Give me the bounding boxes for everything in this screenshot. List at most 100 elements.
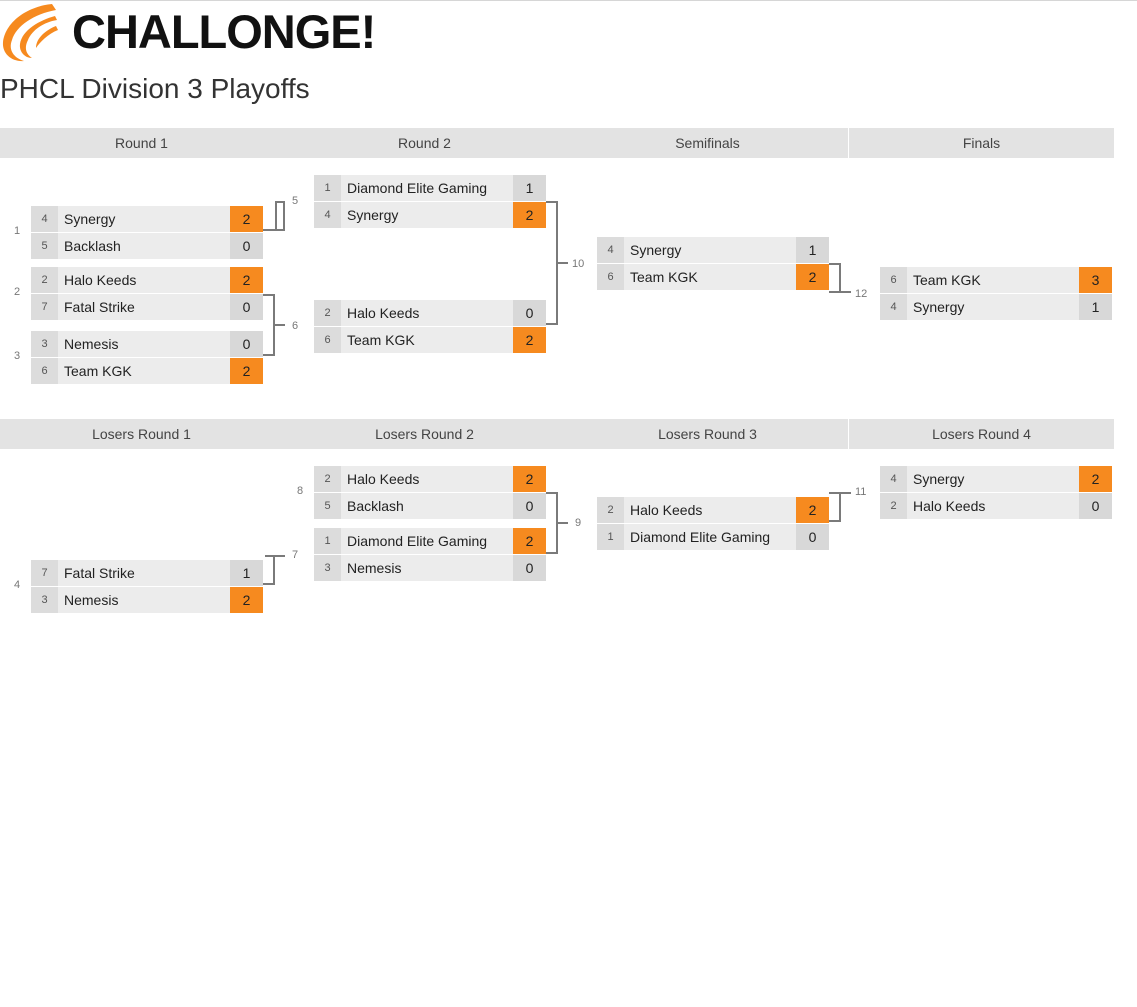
losers-round-header-bar: Losers Round 1 Losers Round 2 Losers Rou…: [0, 419, 1114, 449]
connector-label: 5: [292, 195, 299, 207]
losers-round-header-2: Losers Round 2: [375, 426, 474, 442]
participant-name: Diamond Elite Gaming: [630, 529, 771, 545]
participant-seed: 4: [597, 237, 624, 263]
participant-name: Team KGK: [630, 269, 698, 285]
participant-score: 1: [1079, 294, 1112, 320]
participant-score: 2: [1079, 466, 1112, 492]
connector-line: [265, 229, 275, 231]
connector-bracket: [829, 263, 841, 293]
participant-name: Synergy: [913, 471, 965, 487]
match-participant[interactable]: 1 Diamond Elite Gaming 0: [597, 524, 829, 550]
participant-seed: 1: [314, 528, 341, 554]
connector-line: [829, 492, 841, 522]
participant-score: 2: [796, 264, 829, 290]
round-header-finals: Finals: [962, 135, 1001, 151]
connector-line: [273, 555, 275, 585]
round-header-divider: [848, 128, 849, 158]
connector-bracket: [546, 492, 558, 554]
participant-seed: 6: [880, 267, 907, 293]
match-number: 2: [13, 286, 21, 298]
participant-score: 0: [230, 331, 263, 357]
participant-score: 2: [230, 267, 263, 293]
participant-name: Fatal Strike: [64, 299, 135, 315]
participant-seed: 5: [31, 233, 58, 259]
connector-label: 6: [292, 320, 299, 332]
participant-name: Team KGK: [64, 363, 132, 379]
participant-name: Backlash: [347, 498, 404, 514]
connector-line: [265, 555, 285, 557]
participant-name: Nemesis: [347, 560, 402, 576]
participant-name: Team KGK: [913, 272, 981, 288]
participant-name: Synergy: [913, 299, 965, 315]
match-participant[interactable]: 5 Backlash 0: [314, 493, 546, 519]
participant-seed: 3: [31, 587, 58, 613]
losers-round-header-3: Losers Round 3: [658, 426, 757, 442]
participant-seed: 6: [314, 327, 341, 353]
participant-score: 0: [513, 555, 546, 581]
connector-line: [839, 492, 851, 494]
participant-seed: 1: [314, 175, 341, 201]
round-header-semifinals: Semifinals: [675, 135, 740, 151]
losers-round-header-4: Losers Round 4: [932, 426, 1031, 442]
connector-line: [275, 201, 285, 231]
page-title: PHCL Division 3 Playoffs: [0, 73, 310, 104]
connector-line: [558, 262, 568, 264]
losers-round-header-1: Losers Round 1: [92, 426, 191, 442]
participant-score: 2: [513, 202, 546, 228]
participant-seed: 1: [597, 524, 624, 550]
participant-score: 0: [796, 524, 829, 550]
participant-seed: 2: [31, 267, 58, 293]
participant-score: 1: [230, 560, 263, 586]
participant-seed: 2: [314, 466, 341, 492]
match-number: 4: [13, 579, 21, 591]
challonge-logo[interactable]: CHALLONGE!: [0, 0, 376, 62]
participant-name: Nemesis: [64, 592, 119, 608]
connector-label: 10: [572, 258, 585, 270]
participant-score: 0: [513, 493, 546, 519]
match-participant[interactable]: 2 Halo Keeds 2: [31, 267, 263, 293]
participant-name: Halo Keeds: [913, 498, 986, 514]
connector-label: 12: [855, 288, 868, 300]
participant-score: 0: [1079, 493, 1112, 519]
participant-name: Halo Keeds: [64, 272, 137, 288]
participant-seed: 4: [31, 206, 58, 232]
brand-name: CHALLONGE!: [72, 5, 376, 58]
participant-score: 2: [230, 358, 263, 384]
connector-line: [829, 520, 841, 522]
participant-seed: 5: [314, 493, 341, 519]
connector-bracket: [263, 294, 275, 356]
